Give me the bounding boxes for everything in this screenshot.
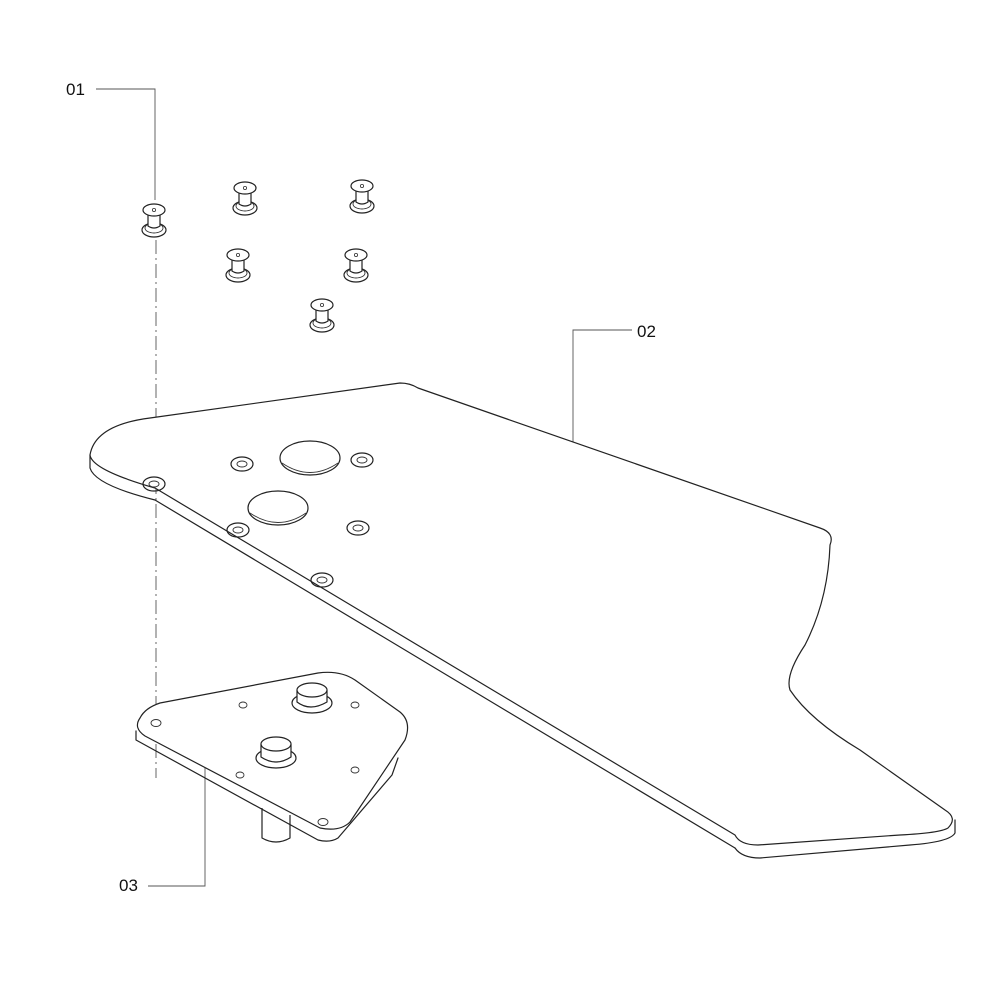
screw — [349, 179, 375, 214]
plate-large-hole-lower — [247, 490, 309, 526]
leader-lines — [96, 88, 632, 887]
callout-label-03: 03 — [119, 876, 138, 895]
screw — [309, 298, 335, 333]
bracket-part — [135, 671, 409, 843]
screw — [343, 248, 369, 283]
screw — [141, 203, 167, 238]
leader-01 — [96, 88, 156, 200]
plate-countersunk-holes — [142, 452, 374, 588]
plate-large-hole-upper — [279, 440, 341, 476]
plate-top-face — [89, 382, 953, 846]
leader-02 — [572, 329, 632, 470]
screws-part — [141, 179, 375, 333]
screw — [225, 248, 251, 283]
callout-label-01: 01 — [66, 80, 85, 99]
screw — [232, 181, 258, 216]
bracket-holes — [150, 701, 360, 826]
leader-03 — [148, 745, 206, 887]
callout-label-02: 02 — [637, 322, 656, 341]
plate-part — [89, 382, 956, 859]
